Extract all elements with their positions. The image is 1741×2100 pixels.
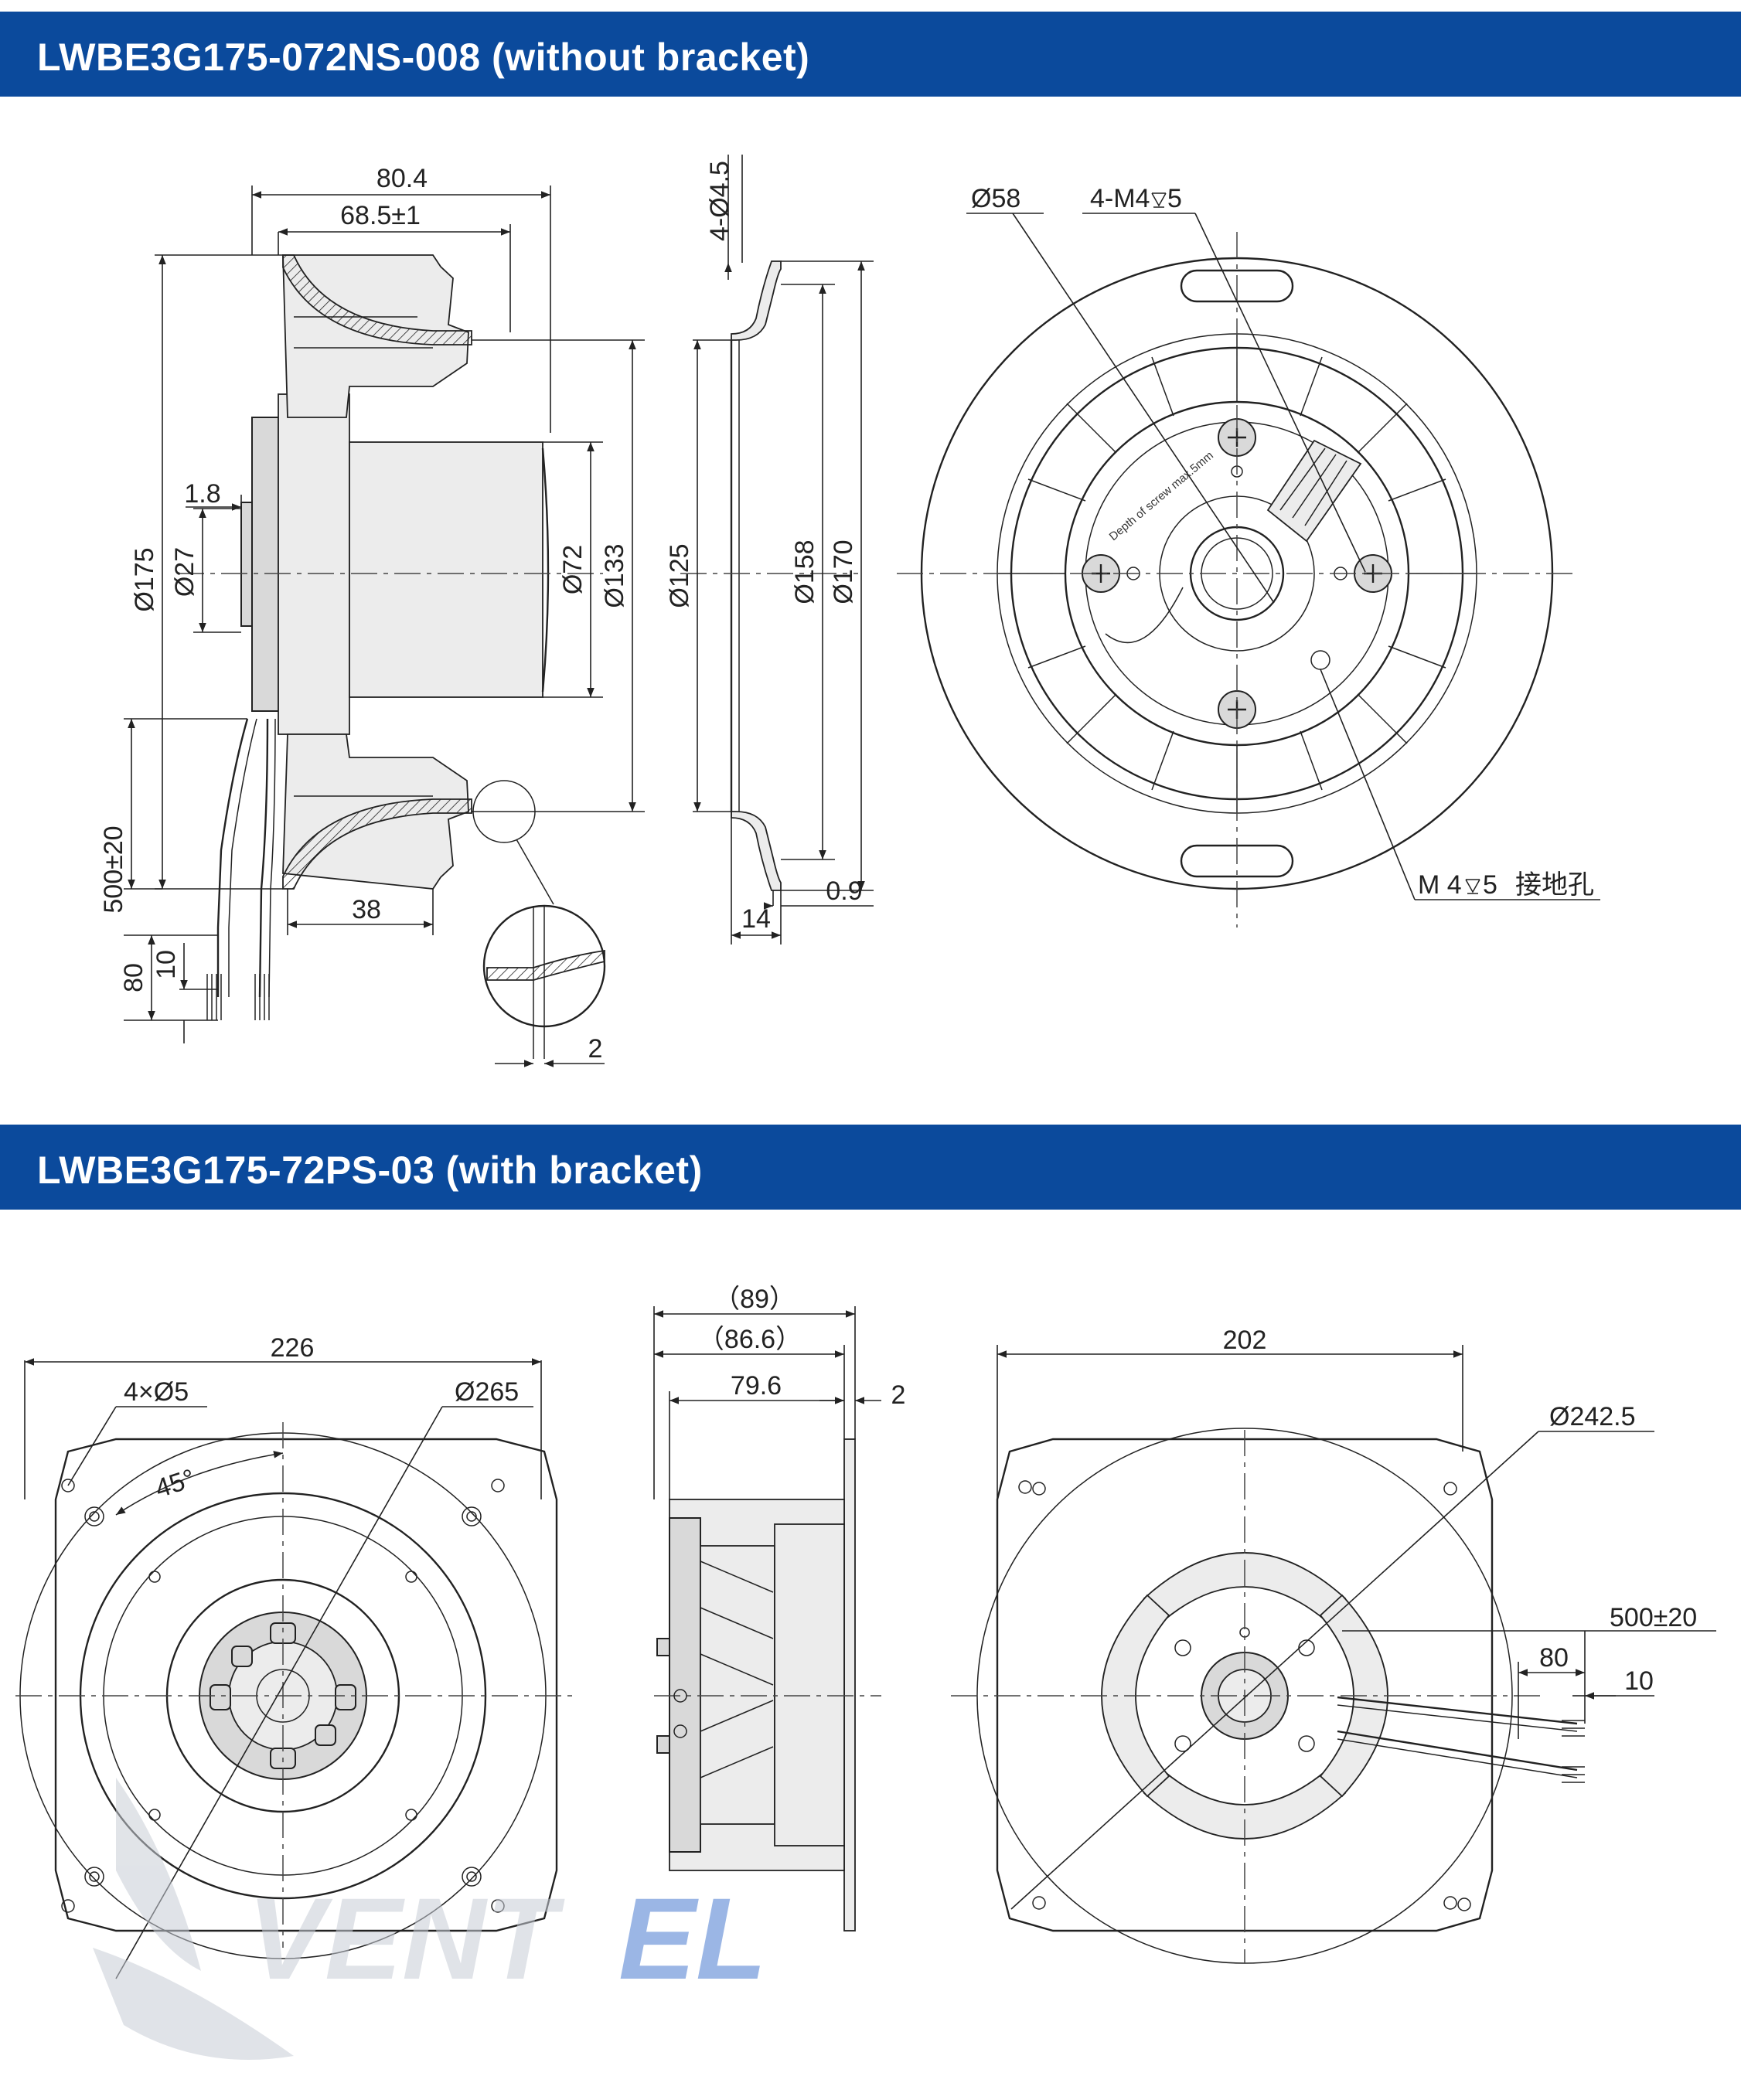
leader-bolt-circle (1012, 213, 1275, 604)
dim-mount-screws: 4-M4 (1090, 184, 1150, 213)
depth-symbol-icon (1465, 879, 1480, 894)
dim-ring-depth: 14 (741, 904, 771, 934)
dim-ring-inner: Ø125 (665, 543, 694, 608)
section-title: LWBE3G175-072NS-008 (without bracket) (37, 36, 810, 79)
cable-b (1337, 1730, 1578, 1772)
shroud-upper (282, 254, 472, 345)
bracket-side-view: （89） （86.6） 79.6 2 (653, 1285, 906, 1932)
dim-ring-mid: Ø158 (790, 539, 819, 604)
leader-bracket-circle (1010, 1431, 1539, 1910)
dim-depth-total: （89） (714, 1285, 796, 1314)
ground-label: 接地孔 (1515, 870, 1594, 900)
leader-plate-holes (67, 1406, 117, 1486)
dim-plate-width: 226 (271, 1333, 315, 1363)
dim-cable-length-2: 500±20 (1610, 1603, 1697, 1632)
cable-1 (216, 718, 249, 997)
dim-overall-length: 80.4 (376, 164, 428, 193)
inlet-ring-profile: Ø125 Ø158 Ø170 4-Ø4.5 14 0.9 (665, 155, 874, 944)
watermark: VENT EL (93, 1778, 767, 2060)
motor-body (349, 441, 543, 698)
dim-bracket-circle: Ø242.5 (1549, 1402, 1636, 1431)
depth-label: Depth of screw max.5mm (1107, 449, 1216, 543)
dim-ring-sheet: 0.9 (826, 876, 862, 906)
mount-screw-left (1082, 554, 1120, 593)
mount-plate (54, 1438, 558, 1932)
dim-strip-80-2: 80 (1539, 1643, 1569, 1673)
section-title: LWBE3G175-72PS-03 (with bracket) (37, 1149, 703, 1192)
dim-rotor-length: 68.5±1 (340, 201, 421, 230)
dim-depth-ref: （86.6） (698, 1325, 802, 1354)
dim-wall-thickness: 2 (588, 1034, 603, 1064)
side-view-dimensions: 80.4 68.5±1 Ø175 Ø27 1.8 Ø72 Ø133 500±20 (99, 164, 645, 1067)
dim-shaft-step: 1.8 (184, 479, 220, 509)
dim-depth-body: 79.6 (731, 1371, 782, 1401)
section-banner-with-bracket: LWBE3G175-72PS-03 (with bracket) (0, 1125, 1741, 1210)
ground-hole (1310, 650, 1330, 670)
dim-mount-depth: 5 (1167, 184, 1182, 213)
bracket-front-view: 226 4×Ø5 Ø265 45° (15, 1333, 572, 1979)
dim-ring-outer: Ø170 (829, 539, 858, 604)
rotor-flange (251, 417, 279, 712)
fan-side-view (178, 254, 603, 1020)
rear-plate (996, 1438, 1494, 1932)
dim-strip-10-2: 10 (1624, 1666, 1654, 1696)
cable-2 (258, 718, 269, 998)
rotor-hub (278, 393, 350, 735)
dim-hole-circle: Ø265 (455, 1377, 519, 1407)
dim-ground-depth: 5 (1483, 870, 1497, 900)
cable-channel (1266, 439, 1362, 543)
dim-bracket-width: 202 (1223, 1326, 1267, 1355)
dim-hub-dia: Ø27 (170, 547, 199, 597)
shaft-end (240, 502, 253, 627)
fan-front-view: Depth of screw max.5mm Ø58 4-M4 5 M 4 5 … (897, 184, 1600, 927)
watermark-fan-icon (116, 1778, 201, 1971)
dim-cable-length: 500±20 (99, 825, 128, 913)
bracket-plate (843, 1438, 856, 1932)
section-banner-without-bracket: LWBE3G175-072NS-008 (without bracket) (0, 12, 1741, 97)
dim-plate-holes: 4×Ø5 (124, 1377, 189, 1407)
dim-strip-10: 10 (152, 950, 181, 979)
dim-cable-offset: 38 (352, 895, 381, 924)
dim-flange-hole: 4-Ø4.5 (705, 161, 734, 241)
leader-mount-screws (1194, 213, 1366, 573)
dim-outer-dia: Ø175 (130, 547, 159, 611)
bracket-rear-view: 202 Ø242.5 500±20 80 10 (951, 1326, 1716, 1964)
dim-angle: 45° (152, 1464, 199, 1504)
detail-marker (472, 780, 536, 843)
dim-motor-dia: Ø72 (558, 545, 588, 594)
watermark-text-blue: EL (618, 1874, 767, 2003)
dim-plate-thick: 2 (891, 1380, 906, 1410)
dim-inlet-dia: Ø133 (600, 543, 629, 608)
watermark-text-grey: VENT (247, 1874, 565, 2003)
shroud-lower (282, 798, 472, 890)
dim-ground-screw: M 4 (1418, 870, 1462, 900)
cable-a (1337, 1696, 1578, 1725)
rotor-lugs (210, 1622, 356, 1769)
dim-bolt-circle: Ø58 (971, 184, 1020, 213)
leader-ground (1320, 669, 1416, 900)
depth-symbol-icon (1151, 192, 1167, 208)
dim-strip-80: 80 (119, 963, 148, 992)
